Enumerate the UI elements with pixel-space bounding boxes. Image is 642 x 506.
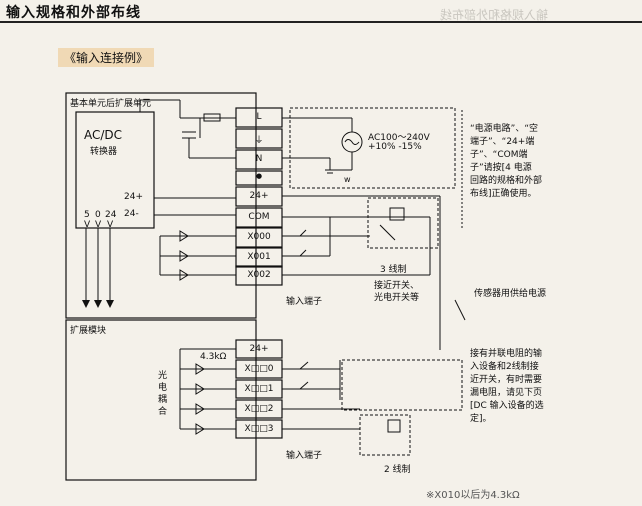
terminal-x000: X000 — [247, 232, 271, 242]
ground-label: w — [344, 175, 351, 184]
page-title: 输入规格和外部布线 — [6, 5, 141, 21]
note-line: 接有并联电阻的输 — [470, 349, 543, 359]
coupler-char: 耦 — [158, 395, 168, 405]
terminal-note: “电源电路”、“空 端子”、“24+端 子”、“COM端 子”请按[4 电源 回… — [470, 123, 542, 201]
section-tag: 《输入连接例》 — [58, 48, 155, 67]
prox-switch-1: 接近开关、 — [374, 281, 420, 291]
converter-out-24p: 24+ — [124, 192, 143, 202]
exp-terminal-24plus: 24+ — [249, 344, 269, 354]
optocoupler-label: 光 电 耦 合 — [158, 370, 167, 418]
two-wire-label: 2 线制 — [384, 465, 411, 475]
parallel-note: 接有并联电阻的输 入设备和2线制接 近开关，有时需要 漏电阻，请见下页 [DC … — [470, 348, 544, 426]
note-line: “电源电路”、“空 — [470, 124, 538, 134]
converter-box — [75, 111, 155, 229]
three-wire-label: 3 线制 — [380, 265, 407, 275]
converter-label-2: 转换器 — [90, 147, 118, 157]
coupler-char: 电 — [158, 383, 168, 393]
note-line: 子”、“COM端 — [470, 150, 528, 160]
label-24: 24 — [105, 210, 117, 220]
converter-label-1: AC/DC — [84, 128, 123, 142]
exp-terminal-x1: X□□1 — [244, 384, 274, 394]
terminal-ground: ⏚ — [254, 136, 264, 146]
header-rule — [0, 21, 642, 23]
exp-terminal-x0: X□□0 — [244, 364, 274, 374]
terminal-x001: X001 — [247, 252, 271, 262]
note-line: 入设备和2线制接 — [470, 362, 539, 372]
terminal-x002: X002 — [247, 270, 271, 280]
main-unit-box — [65, 92, 257, 319]
note-line: 子”请按[4 电源 — [470, 163, 532, 173]
footer-caption: ※X010以后为4.3kΩ — [426, 490, 520, 501]
exp-terminal-x2: X□□2 — [244, 404, 274, 414]
note-line: 漏电阻，请见下页 — [470, 388, 543, 398]
prox-switch-2: 光电开关等 — [374, 293, 420, 303]
label-v3: V — [107, 220, 114, 230]
label-5: 5 — [84, 210, 90, 220]
resistor-label: 4.3kΩ — [200, 352, 227, 362]
main-wires — [85, 99, 456, 300]
label-v2: V — [95, 220, 102, 230]
input-terminal-label-1: 输入端子 — [286, 297, 323, 307]
terminal-L: L — [256, 112, 262, 122]
note-line: 回路的规格和外部 — [470, 176, 543, 186]
expansion-title: 扩展模块 — [70, 326, 107, 336]
note-line: 端子”、“24+端 — [470, 137, 535, 147]
ac-voltage: AC100～240V — [368, 133, 430, 143]
ac-tolerance: +10% -15% — [368, 142, 422, 152]
note-line: 近开关，有时需要 — [470, 375, 543, 385]
terminal-N: N — [255, 154, 263, 164]
terminal-empty: ● — [255, 172, 263, 180]
exp-terminal-x3: X□□3 — [244, 424, 274, 434]
label-0: 0 — [95, 210, 101, 220]
converter-out-24m: 24- — [124, 209, 139, 219]
input-terminal-label-2: 输入端子 — [286, 451, 323, 461]
terminal-24plus: 24+ — [249, 191, 269, 201]
note-line: 布线]正确使用。 — [470, 189, 537, 199]
sensor-power-label: 传感器用供给电源 — [474, 289, 547, 299]
note-line: 定]。 — [470, 414, 492, 424]
coupler-char: 光 — [158, 371, 168, 381]
note-line: [DC 输入设备的选 — [470, 401, 544, 411]
expansion-wires — [179, 196, 466, 456]
terminal-com: COM — [248, 212, 270, 222]
coupler-char: 合 — [158, 407, 168, 417]
main-unit-title: 基本单元后扩展单元 — [70, 99, 152, 109]
label-v1: V — [84, 220, 91, 230]
